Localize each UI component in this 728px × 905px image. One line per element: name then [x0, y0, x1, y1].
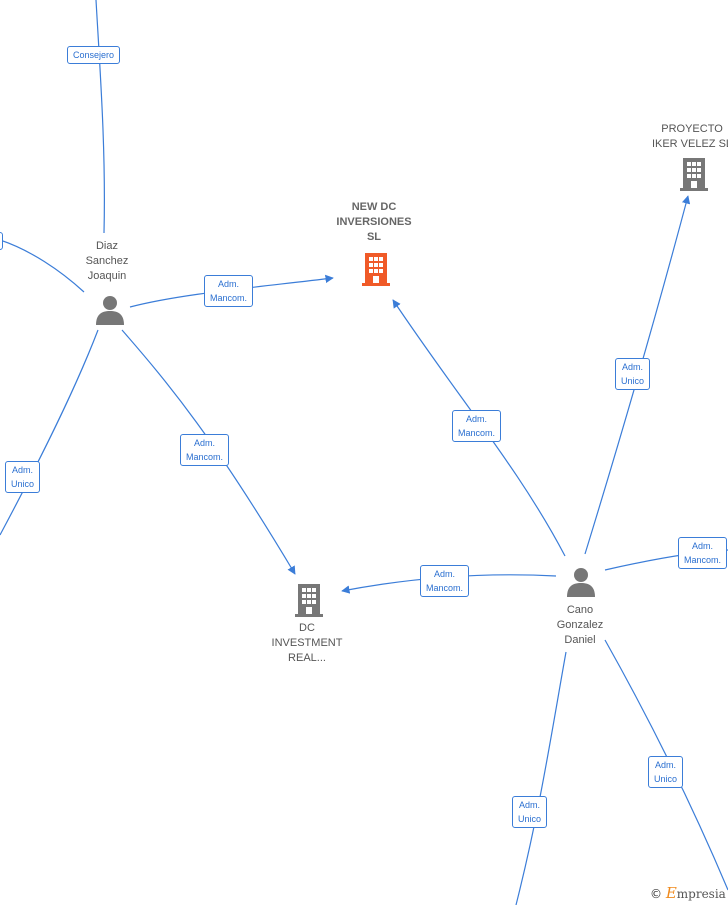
company-label-new-dc-inversiones[interactable]: NEW DC INVERSIONES SL	[336, 201, 412, 243]
edge-diaz-down	[0, 329, 99, 536]
edge-label-cano-newdc[interactable]: Adm. Mancom.	[452, 410, 502, 442]
brand-watermark[interactable]: © Empresia	[650, 884, 726, 902]
edge-label-diaz-newdc[interactable]: Adm. Mancom.	[204, 275, 254, 307]
copyright-icon: ©	[650, 887, 662, 901]
edge-cano-down	[515, 651, 567, 905]
edge-label-consejero[interactable]: Consejero	[67, 46, 121, 64]
edge-label-diaz-dcinv[interactable]: Adm. Mancom.	[180, 434, 230, 466]
edge-label-left-partial[interactable]: o	[0, 232, 4, 250]
person-label-diaz-sanchez-joaquin[interactable]: Diaz Sanchez Joaquin	[85, 240, 129, 282]
person-label-cano-gonzalez-daniel[interactable]: Cano Gonzalez Daniel	[556, 604, 604, 646]
edge-diaz-dcinv	[121, 329, 296, 575]
company-label-dc-investment[interactable]: DC INVESTMENT REAL...	[271, 622, 343, 664]
building-icon[interactable]	[293, 582, 325, 618]
person-icon[interactable]	[565, 566, 597, 598]
brand-initial: E	[665, 884, 677, 902]
edge-left-partial	[0, 239, 85, 293]
edge-label-cano-down-right[interactable]: Adm. Unico	[648, 756, 684, 788]
brand-name: mpresia	[676, 887, 726, 901]
edge-label-cano-dcinv[interactable]: Adm. Mancom.	[420, 565, 470, 597]
person-icon[interactable]	[94, 294, 126, 326]
edge-label-cano-down[interactable]: Adm. Unico	[512, 796, 548, 828]
edge-label-cano-proyecto[interactable]: Adm. Unico	[615, 358, 651, 390]
edge-consejero	[95, 0, 105, 234]
company-label-proyecto-iker-velez[interactable]: PROYECTO IKER VELEZ SL	[651, 123, 728, 150]
building-icon[interactable]	[360, 251, 392, 287]
building-icon[interactable]	[678, 156, 710, 192]
edge-label-diaz-down[interactable]: Adm. Unico	[5, 461, 41, 493]
edge-label-cano-right[interactable]: Adm. Mancom.	[678, 537, 728, 569]
